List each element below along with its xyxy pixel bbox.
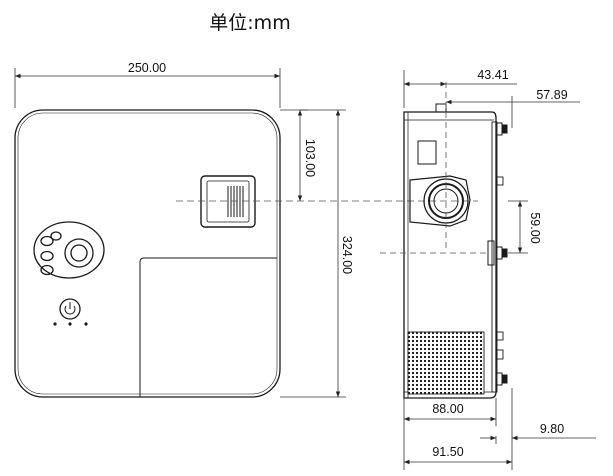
body-depth-dimension [403,398,497,470]
foot-depth-label: 9.80 [540,422,564,436]
body-depth-label: 88.00 [432,402,463,416]
control-button-2 [40,250,54,262]
height-label: 324.00 [340,236,354,274]
foot-top-label: 57.89 [536,88,567,102]
side-rear-plate [491,121,498,393]
side-feet [487,122,508,386]
front-body-outline [14,109,281,398]
side-top-bump [435,103,447,113]
foot-top-dimension [446,96,580,128]
lens-top-label: 43.41 [477,68,508,82]
lens-window [200,175,256,228]
control-pad [33,221,105,279]
foot-spacing-label: 59.00 [528,212,542,243]
width-label: 250.00 [128,61,166,75]
total-depth-label: 91.50 [432,445,463,459]
lens-offset-label: 103.00 [303,139,317,177]
lens-window-grille [227,186,244,217]
lens-window-inner [206,180,250,223]
front-body-inner [17,112,278,395]
front-panel [139,257,277,397]
side-vent [407,331,485,395]
width-dimension [14,68,281,108]
side-small-panel [417,140,437,165]
side-lens-housing [409,175,471,227]
foot-spacing-dimension [508,200,528,254]
control-button-3 [40,264,54,276]
indicator-leds [53,322,88,326]
lens-top-dimension [403,70,517,108]
side-view [403,103,508,399]
power-icon [64,302,76,315]
front-view [14,109,281,398]
unit-label: 单位:mm [209,12,291,34]
control-button-large-inner [70,244,88,262]
control-button-large [64,238,94,268]
control-button-1 [40,235,54,247]
height-dimension [280,109,346,398]
power-button [59,298,81,320]
control-button-4 [50,231,62,241]
foot-depth-dimension [480,388,596,470]
side-ports [496,176,504,360]
